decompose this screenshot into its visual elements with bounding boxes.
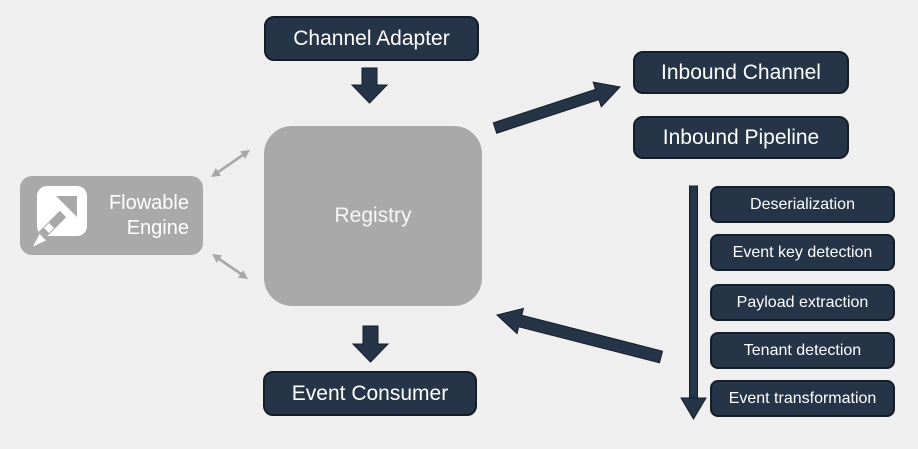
pipeline-step-event-transformation: Event transformation	[710, 380, 895, 417]
arrow-registry-to-inbound-channel-icon	[492, 81, 621, 134]
arrow-channel-adapter-to-registry-icon	[350, 67, 389, 104]
inbound-channel-label: Inbound Channel	[661, 60, 821, 84]
flowable-engine-node: Flowable Engine	[20, 176, 203, 255]
inbound-channel-node: Inbound Channel	[633, 51, 849, 94]
channel-adapter-label: Channel Adapter	[293, 26, 450, 50]
double-arrow-flowable-registry-lower-icon	[212, 254, 248, 279]
pipeline-step-tenant-detection: Tenant detection	[710, 332, 895, 369]
event-consumer-node: Event Consumer	[263, 371, 477, 416]
channel-adapter-node: Channel Adapter	[264, 16, 479, 61]
flowable-logo-icon	[32, 185, 88, 247]
inbound-pipeline-label: Inbound Pipeline	[662, 125, 820, 149]
arrow-registry-to-event-consumer-icon	[351, 325, 390, 363]
arrow-pipeline-flow-down-icon	[680, 185, 707, 420]
pipeline-step-payload-extraction: Payload extraction	[710, 284, 895, 321]
registry-label: Registry	[334, 204, 412, 227]
pipeline-step-event-key-detection: Event key detection	[710, 234, 895, 271]
event-consumer-label: Event Consumer	[291, 381, 449, 405]
flowable-engine-label: Flowable Engine	[108, 191, 189, 239]
registry-node: Registry	[264, 126, 482, 306]
double-arrow-flowable-registry-upper-icon	[211, 150, 250, 177]
pipeline-step-deserialization: Deserialization	[710, 186, 895, 223]
arrow-pipeline-to-registry-icon	[495, 307, 664, 364]
inbound-pipeline-node: Inbound Pipeline	[633, 116, 849, 159]
